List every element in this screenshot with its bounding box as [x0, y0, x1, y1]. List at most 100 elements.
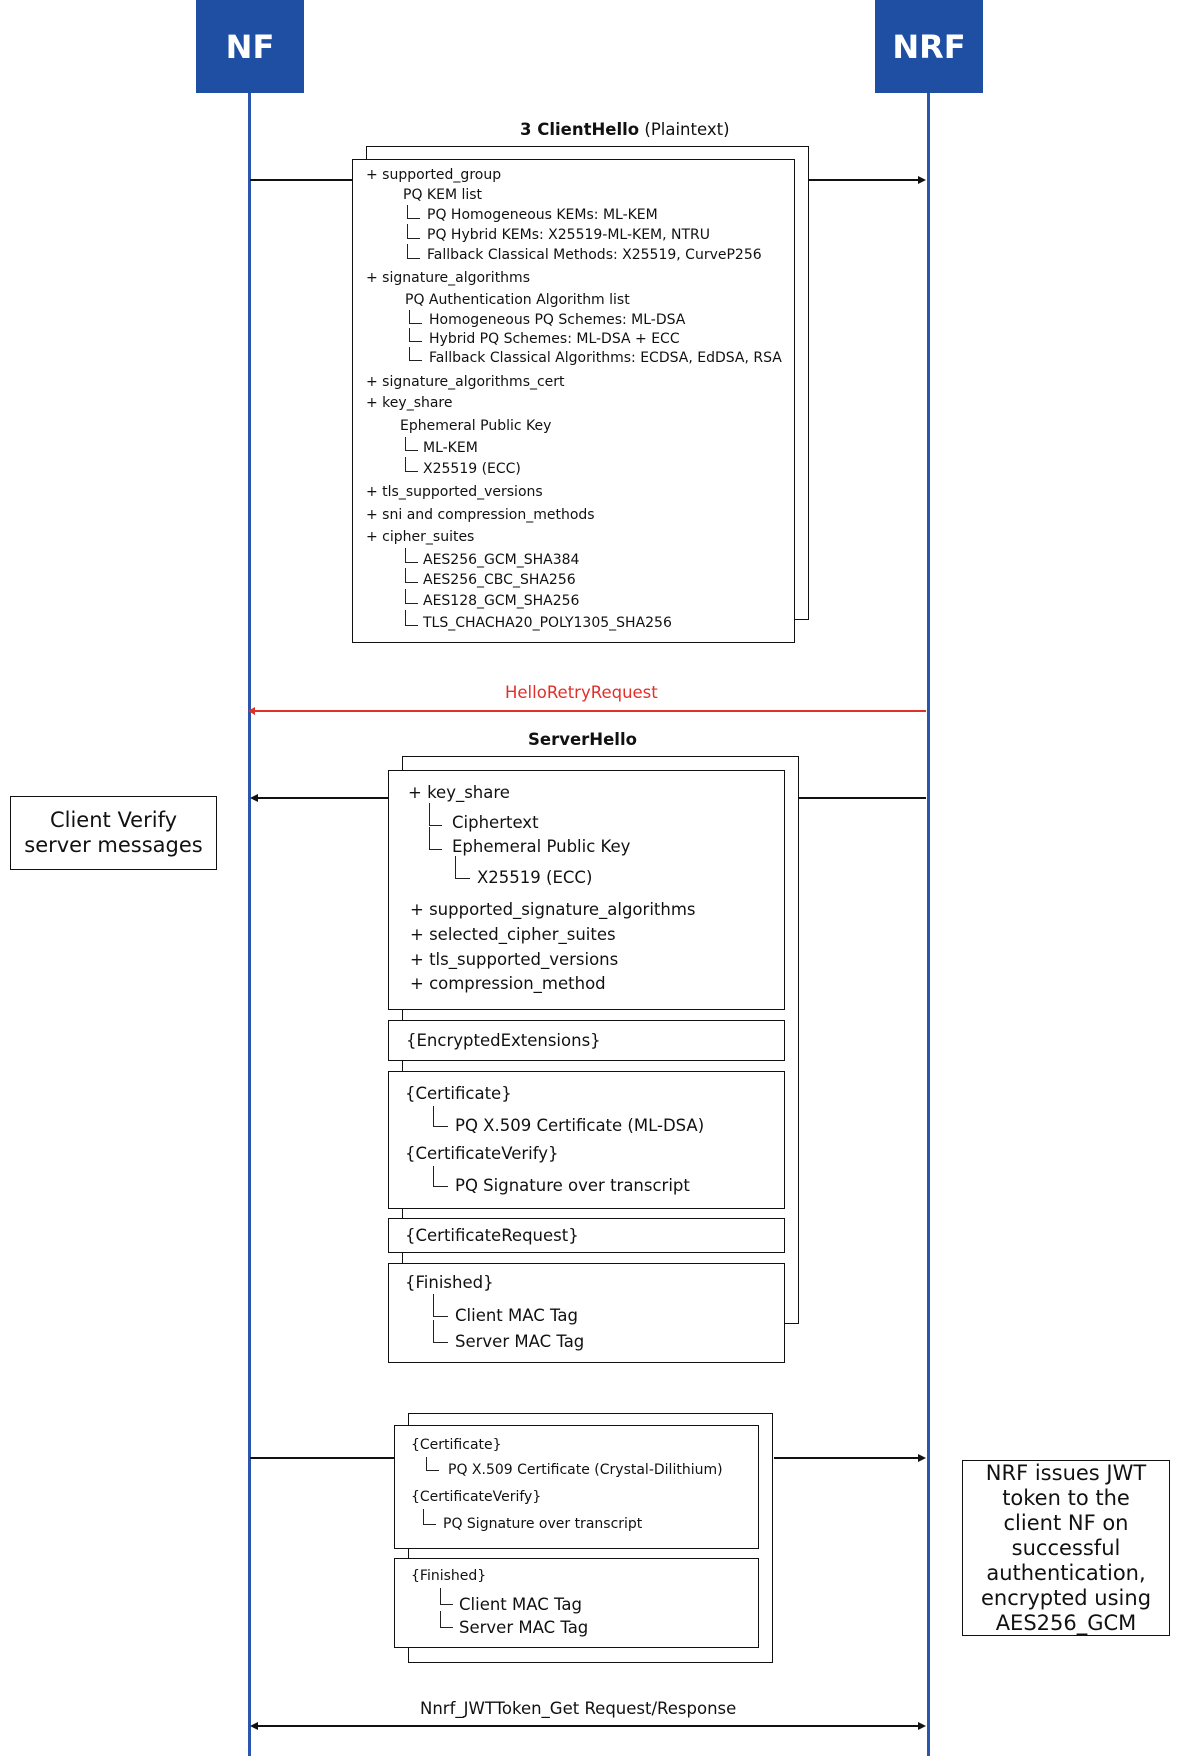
- sh-certificate-verify-detail: PQ Signature over transcript: [455, 1176, 690, 1195]
- ch-sni-compression: + sni and compression_methods: [366, 507, 595, 523]
- ch-cipher-chacha20: TLS_CHACHA20_POLY1305_SHA256: [423, 615, 672, 631]
- ca-certificate-verify: {CertificateVerify}: [411, 1489, 542, 1505]
- hello-retry-arrow: [252, 710, 926, 712]
- jwt-arrow: [258, 1725, 918, 1727]
- ca-certificate-detail: PQ X.509 Certificate (Crystal-Dilithium): [448, 1462, 723, 1478]
- server-hello-title: ServerHello: [528, 730, 637, 749]
- ch-cipher-aes128-gcm: AES128_GCM_SHA256: [423, 593, 580, 609]
- client-certificate-card: {Certificate} PQ X.509 Certificate (Crys…: [394, 1425, 759, 1549]
- tree-connector: [409, 310, 422, 324]
- nrf-actor-box: NRF: [875, 0, 983, 93]
- client-auth-arrow-right: [774, 1457, 924, 1459]
- certificate-request-card: {CertificateRequest}: [388, 1218, 785, 1253]
- tree-connector: [433, 1106, 448, 1127]
- sh-encrypted-extensions: {EncryptedExtensions}: [406, 1031, 601, 1050]
- nrf-issues-jwt-note: NRF issues JWT token to the client NF on…: [962, 1460, 1170, 1636]
- server-finished-card: {Finished} Client MAC Tag Server MAC Tag: [388, 1263, 785, 1363]
- nrf-issues-jwt-note-text: NRF issues JWT token to the client NF on…: [980, 1460, 1152, 1635]
- server-hello-arrow-right: [798, 797, 926, 799]
- ch-fallback-classical-methods: Fallback Classical Methods: X25519, Curv…: [427, 247, 762, 263]
- client-hello-arrowhead: [918, 176, 926, 184]
- sh-certificate-detail: PQ X.509 Certificate (ML-DSA): [455, 1116, 705, 1135]
- nf-actor-label: NF: [225, 27, 275, 66]
- ch-hybrid-pq-schemes: Hybrid PQ Schemes: ML-DSA + ECC: [429, 331, 680, 347]
- ch-x25519: X25519 (ECC): [423, 461, 521, 477]
- ch-cipher-suites: + cipher_suites: [366, 529, 475, 545]
- client-hello-title: 3 ClientHello (Plaintext): [520, 120, 730, 139]
- ch-homogeneous-pq-schemes: Homogeneous PQ Schemes: ML-DSA: [429, 312, 686, 328]
- tree-connector: [440, 1611, 453, 1628]
- client-hello-title-rest: (Plaintext): [644, 120, 730, 139]
- ch-cipher-aes256-gcm: AES256_GCM_SHA384: [423, 552, 580, 568]
- sh-server-mac: Server MAC Tag: [455, 1332, 585, 1351]
- tree-connector: [429, 803, 442, 826]
- tree-connector: [426, 1457, 439, 1471]
- sh-certificate-verify: {CertificateVerify}: [405, 1144, 559, 1163]
- tree-connector: [409, 328, 422, 342]
- tree-connector: [409, 347, 422, 361]
- tree-connector: [440, 1588, 453, 1605]
- client-hello-card: + supported_group PQ KEM list PQ Homogen…: [352, 159, 795, 643]
- encrypted-extensions-card: {EncryptedExtensions}: [388, 1020, 785, 1061]
- ch-signature-algorithms-cert: + signature_algorithms_cert: [366, 374, 565, 390]
- client-finished-card: {Finished} Client MAC Tag Server MAC Tag: [394, 1558, 759, 1648]
- client-verify-note: Client Verify server messages: [10, 796, 217, 870]
- ca-certificate-verify-detail: PQ Signature over transcript: [443, 1516, 643, 1532]
- tree-connector: [429, 827, 442, 850]
- ch-fallback-classical-algorithms: Fallback Classical Algorithms: ECDSA, Ed…: [429, 350, 782, 366]
- server-hello-arrowhead: [250, 794, 258, 802]
- tree-connector: [407, 244, 420, 259]
- tree-connector: [405, 437, 418, 451]
- ch-tls-supported-versions: + tls_supported_versions: [366, 484, 543, 500]
- nrf-actor-label: NRF: [892, 27, 966, 66]
- hello-retry-arrowhead: [248, 707, 255, 715]
- jwt-arrowhead-left: [250, 1722, 258, 1730]
- sh-ciphertext: Ciphertext: [452, 813, 539, 832]
- client-hello-arrow-right: [808, 179, 924, 181]
- tree-connector: [433, 1166, 448, 1187]
- tree-connector: [407, 205, 420, 219]
- client-hello-title-prefix: 3: [520, 120, 532, 139]
- tree-connector: [423, 1509, 436, 1525]
- ca-client-mac: Client MAC Tag: [459, 1595, 582, 1614]
- tree-connector: [405, 568, 418, 583]
- tree-connector: [405, 589, 418, 604]
- sh-tls-supported-versions: + tls_supported_versions: [410, 950, 619, 969]
- tree-connector: [405, 548, 418, 563]
- server-hello-card: + key_share Ciphertext Ephemeral Public …: [388, 770, 785, 1010]
- ca-finished: {Finished}: [411, 1568, 487, 1584]
- tree-connector: [405, 610, 418, 626]
- ch-cipher-aes256-cbc: AES256_CBC_SHA256: [423, 572, 576, 588]
- nf-actor-box: NF: [196, 0, 304, 93]
- sh-certificate-request: {CertificateRequest}: [405, 1226, 579, 1245]
- sh-selected-cipher-suites: + selected_cipher_suites: [410, 925, 616, 944]
- nf-lifeline: [248, 93, 251, 1756]
- sh-key-share: + key_share: [408, 783, 510, 802]
- tree-connector: [433, 1320, 448, 1343]
- tree-connector: [405, 457, 418, 472]
- ch-homogeneous-kems: PQ Homogeneous KEMs: ML-KEM: [427, 207, 658, 223]
- ch-key-share: + key_share: [366, 395, 453, 411]
- sh-compression-method: + compression_method: [410, 974, 606, 993]
- sh-x25519: X25519 (ECC): [477, 868, 593, 887]
- ch-pq-auth-list: PQ Authentication Algorithm list: [405, 292, 630, 308]
- client-auth-arrow-left: [250, 1457, 394, 1459]
- ch-ephemeral-public-key: Ephemeral Public Key: [400, 418, 552, 434]
- ca-server-mac: Server MAC Tag: [459, 1618, 589, 1637]
- tree-connector: [455, 856, 470, 879]
- sh-supported-signature-algorithms: + supported_signature_algorithms: [410, 900, 696, 919]
- ch-hybrid-kems: PQ Hybrid KEMs: X25519-ML-KEM, NTRU: [427, 227, 711, 243]
- tree-connector: [433, 1294, 448, 1317]
- ch-supported-group: + supported_group: [366, 167, 502, 183]
- ch-ml-kem: ML-KEM: [423, 440, 478, 456]
- server-hello-arrow-left: [258, 797, 388, 799]
- client-verify-note-text: Client Verify server messages: [24, 808, 203, 857]
- client-auth-arrowhead: [918, 1454, 926, 1462]
- client-hello-title-bold: ClientHello: [537, 120, 640, 139]
- sh-finished: {Finished}: [405, 1273, 494, 1292]
- jwt-arrowhead-right: [918, 1722, 926, 1730]
- tree-connector: [407, 224, 420, 239]
- hello-retry-label: HelloRetryRequest: [505, 683, 658, 702]
- ch-pq-kem-list: PQ KEM list: [403, 187, 483, 203]
- sh-client-mac: Client MAC Tag: [455, 1306, 578, 1325]
